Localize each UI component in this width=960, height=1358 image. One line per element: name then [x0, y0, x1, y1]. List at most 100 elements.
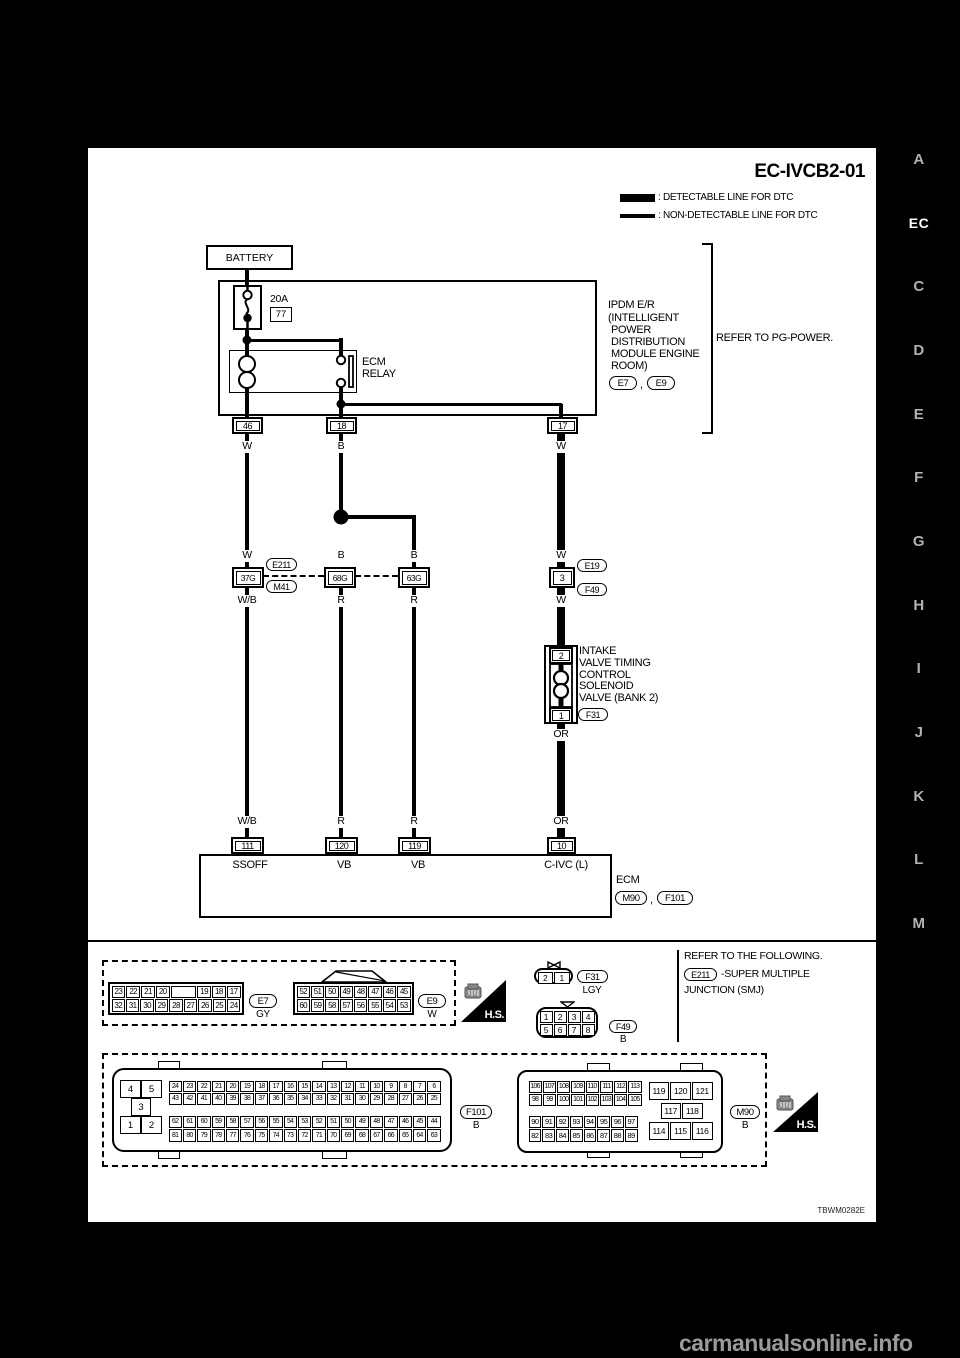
legend-thin-line [620, 214, 655, 218]
wire-color-2-c2: B [335, 549, 347, 562]
pin-cell: 36 [269, 1093, 283, 1105]
wire-col1-run2 [245, 588, 249, 837]
connector-color-e7: GY [256, 1009, 270, 1020]
pin-cell: 83 [542, 1129, 555, 1142]
wire-battery [245, 270, 249, 286]
pin-cell: 13 [326, 1080, 340, 1092]
pin-cell: 4 [581, 1010, 595, 1023]
pin-cell: 87 [597, 1129, 610, 1142]
ecm-pin-name-vb2: VB [410, 859, 426, 871]
pin-cell: 5 [539, 1023, 553, 1036]
pin-cell: 30 [355, 1093, 369, 1105]
pin-cell: 20 [155, 985, 170, 998]
section-tab-H: H [913, 597, 925, 614]
refer-following-line3: JUNCTION (SMJ) [684, 984, 764, 996]
pin-cell: 86 [583, 1129, 597, 1142]
ipdm-pin-18: 18 [326, 417, 357, 434]
ipdm-box [218, 280, 597, 416]
pin-cell: 89 [624, 1129, 638, 1142]
relay-coil-icon [234, 354, 260, 390]
ipdm-name-line5: MODULE ENGINE [611, 348, 700, 360]
solenoid-name-line3: CONTROL [579, 669, 631, 681]
pin-cell: 107 [542, 1080, 556, 1093]
wire-color-1-c2: B [335, 440, 347, 453]
ecm-pin-10: 10 [547, 837, 576, 854]
connector-color-e9: W [427, 1009, 437, 1020]
pin-cell: 109 [571, 1080, 585, 1093]
pin-cell: 105 [628, 1093, 642, 1106]
battery-box: BATTERY [206, 245, 293, 270]
wire-color-3-c4: W [554, 594, 568, 607]
pin-cell: 112 [614, 1080, 628, 1093]
pin-cell: 60 [296, 999, 310, 1012]
connector-color-f49: B [619, 1034, 627, 1045]
legend-non-detectable-label: : NON-DETECTABLE LINE FOR DTC [658, 210, 818, 221]
pin-cell: 33 [312, 1093, 326, 1105]
wire-color-4-c4: OR [551, 815, 571, 828]
connector-view-group-1 [102, 960, 456, 1026]
pin-cell: 39 [226, 1093, 240, 1105]
section-tab-L: L [914, 851, 924, 868]
wire-branch-3 [341, 515, 416, 519]
connector-ref-f49-face: F49 [609, 1020, 637, 1033]
wire-col2-run1 [339, 434, 343, 519]
pin-cell: 76 [240, 1129, 254, 1142]
pin-cell: 104 [614, 1093, 628, 1106]
pin-cell: 48 [369, 1115, 384, 1128]
pin-cell: 35 [283, 1093, 297, 1105]
section-separator [88, 940, 876, 942]
pin-cell: 55 [368, 999, 382, 1012]
wire-col3-run2 [412, 588, 416, 837]
hs-connector-icon [464, 983, 482, 999]
pin-cell: 40 [211, 1093, 225, 1105]
pin-cell: 65 [398, 1129, 412, 1142]
ipdm-name-line1: IPDM E/R [608, 299, 655, 311]
ipdm-pin-46: 46 [232, 417, 263, 434]
pin-cell: 99 [542, 1093, 556, 1106]
pin-cell: 12 [341, 1080, 355, 1092]
ipdm-name-line2: (INTELLIGENT [608, 312, 679, 324]
pin-cell: 56 [254, 1115, 269, 1128]
wire-col4-to-pin17 [559, 404, 563, 417]
mid-connector-37g: 37G [232, 567, 264, 588]
wire-branch-1 [247, 338, 343, 342]
wire-color-2-c3: B [408, 549, 420, 562]
ecm-pin-120: 120 [325, 837, 358, 854]
pin-cell: 54 [382, 999, 397, 1012]
pin-cell: 116 [691, 1121, 713, 1140]
connector-ref-m90-face: M90 [730, 1105, 760, 1119]
pin-cell: 24 [227, 999, 241, 1012]
connector-ref-f101: F101 [657, 891, 693, 905]
wire-col2-to-relay [339, 338, 343, 357]
pin-cell: 93 [569, 1115, 583, 1128]
pin-cell: 114 [648, 1121, 670, 1140]
pin-cell: 47 [384, 1115, 398, 1128]
pin-cell: 15 [297, 1080, 312, 1092]
hs-view-badge-1: H.S. [461, 980, 506, 1022]
ecm-box [199, 854, 612, 918]
pin-cell: 120 [670, 1081, 691, 1100]
pin-cell: 46 [382, 985, 397, 998]
pin-cell: 57 [240, 1115, 254, 1128]
section-tab-A: A [913, 151, 925, 168]
diagram-page: EC-IVCB2-01 : DETECTABLE LINE FOR DTC : … [88, 148, 876, 1222]
pin-cell: 119 [648, 1081, 670, 1100]
pin-cell: 100 [557, 1093, 571, 1106]
pin-cell: 84 [556, 1129, 569, 1142]
pin-cell: 95 [597, 1115, 610, 1128]
solenoid-name-line4: SOLENOID [579, 680, 634, 692]
smj-dashed-link-2 [355, 575, 398, 577]
f49-keying-mark [560, 1001, 575, 1008]
pin-cell: 27 [398, 1093, 412, 1105]
pin-cell: 2 [537, 971, 553, 984]
refer-pg-power-label: REFER TO PG-POWER. [716, 332, 834, 344]
pin-cell: 45 [412, 1115, 427, 1128]
wire-col4-run1-thick [557, 434, 565, 568]
pin-cell: 52 [312, 1115, 326, 1128]
pin-cell: 117 [660, 1102, 681, 1119]
pin-cell: 2 [553, 1010, 567, 1023]
solenoid-name-line2: VALVE TIMING [579, 657, 651, 669]
